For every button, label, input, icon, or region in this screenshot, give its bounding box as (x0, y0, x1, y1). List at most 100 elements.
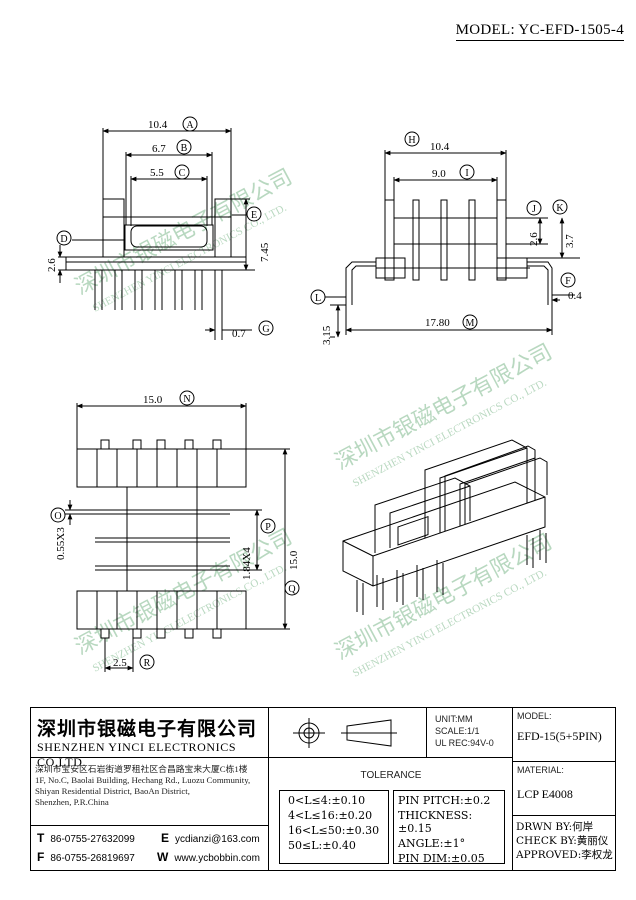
tolerance-cell: TOLERANCE 0<L≤4:±0.10 4<L≤16:±0.20 16<L≤… (269, 758, 513, 870)
model-label: MODEL: (517, 711, 552, 721)
callout-n: N (179, 390, 195, 406)
address-line-4: Shenzhen, P.R.China (35, 797, 109, 807)
svg-text:B: B (181, 143, 188, 154)
watermark-cn: 深圳市银磁电子有限公司 (71, 524, 296, 660)
dim-m-value: 17.80 (425, 317, 450, 329)
tolerance-right-2: THICKNESS:±0.15 (398, 809, 473, 835)
svg-text:C: C (179, 168, 186, 179)
svg-text:O: O (54, 511, 61, 522)
scale-text: SCALE:1/1 (435, 726, 480, 736)
model-value: EFD-15(5+5PIN) (517, 729, 602, 743)
svg-text:L: L (315, 293, 321, 304)
watermark-cn: 深圳市银磁电子有限公司 (331, 529, 556, 665)
watermark: 深圳市银磁电子有限公司 SHENZHEN YINCI ELECTRONICS C… (71, 164, 556, 680)
tolerance-left-4: 50≤L:±0.40 (288, 839, 356, 852)
material-label: MATERIAL: (517, 765, 564, 775)
svg-text:F: F (565, 276, 571, 287)
callout-p: P (260, 518, 276, 534)
side-view (325, 150, 580, 338)
tolerance-right-1: PIN PITCH:±0.2 (398, 794, 491, 807)
dim-315-value: 3.15 (321, 325, 333, 345)
dim-r-value: 2.5 (113, 657, 127, 669)
svg-text:M: M (466, 318, 475, 329)
callout-h: H (404, 131, 420, 147)
front-view (57, 128, 255, 340)
dimension-values: 10.4 6.7 5.5 7.45 2.6 0.7 10.4 9.0 2.6 3… (46, 119, 582, 669)
callout-j: J (526, 200, 542, 216)
approved-by: APPROVED:李权龙 (516, 849, 613, 861)
svg-text:K: K (556, 203, 564, 214)
unit-text: UNIT:MM (435, 714, 473, 724)
technical-drawing: 深圳市银磁电子有限公司 SHENZHEN YINCI ELECTRONICS C… (46, 116, 582, 680)
dim-04-value: 0.4 (568, 290, 582, 302)
dim-q-value: 15.0 (288, 550, 300, 570)
isometric-view (342, 439, 548, 615)
dim-07-value: 0.7 (232, 328, 246, 340)
unit-cell: UNIT:MM SCALE:1/1 UL REC:94V-0 (427, 708, 513, 758)
tolerance-left-1: 0<L≤4:±0.10 (288, 794, 366, 807)
watermark-cn: 深圳市银磁电子有限公司 (331, 339, 556, 475)
tolerance-right-4: PIN DIM:±0.05 (398, 852, 485, 865)
dim-055-value: 0.55X3 (55, 527, 67, 560)
title-block: 深圳市银磁电子有限公司 SHENZHEN YINCI ELECTRONICS C… (30, 707, 616, 871)
dim-b-value: 6.7 (152, 143, 166, 155)
tolerance-left-3: 16<L≤50:±0.30 (288, 824, 380, 837)
callout-g: G (258, 320, 274, 336)
callout-l: L (310, 289, 326, 305)
callout-f: F (560, 272, 576, 288)
callout-d: D (56, 230, 72, 246)
callout-q: Q (284, 580, 300, 596)
dim-a-value: 10.4 (148, 119, 168, 131)
dim-745-value: 7.45 (259, 242, 271, 262)
callout-r: R (139, 654, 155, 670)
svg-text:H: H (408, 135, 415, 146)
tolerance-right-3: ANGLE:±1° (398, 837, 466, 850)
dim-26-side-value: 2.6 (528, 232, 540, 246)
svg-text:I: I (465, 168, 468, 179)
callouts: A B C D E F G H I J K L M N O P Q R (50, 116, 576, 670)
address-line-1: 深圳市宝安区石岩街道罗租社区合昌路宝来大厦C栋1楼 (35, 764, 248, 774)
projection-symbol-icon (293, 718, 397, 748)
dim-h-value: 10.4 (430, 141, 450, 153)
email-value: ycdianzi@163.com (175, 834, 260, 845)
dim-26-value: 2.6 (46, 258, 58, 272)
fax-value: 86-0755-26819697 (50, 853, 135, 864)
dim-184-value: 1.84X4 (241, 547, 253, 580)
dim-n-value: 15.0 (143, 394, 163, 406)
checked-by: CHECK BY:黄丽仪 (516, 835, 609, 847)
svg-text:Q: Q (288, 584, 296, 595)
tolerance-right-box: PIN PITCH:±0.2 THICKNESS:±0.15 ANGLE:±1°… (393, 790, 505, 865)
callout-k: K (552, 199, 568, 215)
svg-text:G: G (262, 324, 269, 335)
svg-text:A: A (186, 120, 194, 131)
company-cell: 深圳市银磁电子有限公司 SHENZHEN YINCI ELECTRONICS C… (31, 708, 269, 769)
callout-e: E (246, 206, 262, 222)
dim-37-value: 3.7 (564, 234, 576, 248)
address-line-3: Shiyan Residential District, BaoAn Distr… (35, 786, 190, 796)
svg-text:P: P (265, 522, 271, 533)
address-line-2: 1F, No.C, Baolai Building, Hechang Rd., … (35, 775, 251, 785)
company-name-cn: 深圳市银磁电子有限公司 (37, 718, 258, 740)
svg-text:R: R (144, 658, 151, 669)
model-cell: MODEL: EFD-15(5+5PIN) (513, 708, 615, 762)
dim-i-value: 9.0 (432, 168, 446, 180)
svg-text:E: E (251, 210, 257, 221)
svg-text:D: D (60, 234, 67, 245)
address-cell: 深圳市宝安区石岩街道罗租社区合昌路宝来大厦C栋1楼 1F, No.C, Baol… (31, 758, 269, 826)
material-cell: MATERIAL: LCP E4008 (513, 762, 615, 816)
callout-c: C (174, 164, 190, 180)
company-name-en: SHENZHEN YINCI ELECTRONICS CO,LTD. (37, 740, 237, 769)
watermark-cn: 深圳市银磁电子有限公司 (71, 164, 296, 300)
svg-text:J: J (532, 204, 536, 215)
tolerance-left-2: 4<L≤16:±0.20 (288, 809, 373, 822)
web-value: www.ycbobbin.com (174, 853, 260, 864)
callout-b: B (176, 139, 192, 155)
callout-i: I (459, 164, 475, 180)
drawn-by: DRWN BY:何岸 (516, 821, 594, 833)
